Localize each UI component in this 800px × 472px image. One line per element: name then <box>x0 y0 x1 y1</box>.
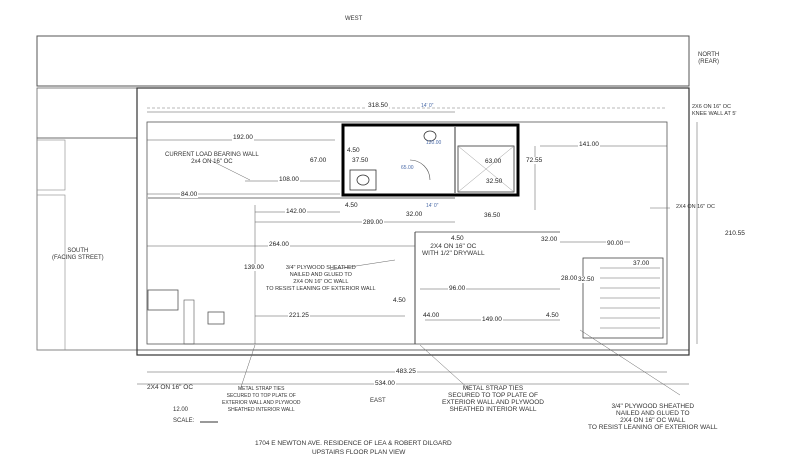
dim-318: 318.50 <box>367 102 389 109</box>
shower <box>457 145 515 193</box>
dim-37: 37.00 <box>632 260 651 267</box>
dim-6300: 63.00 <box>485 158 502 165</box>
dim-3650: 36.50 <box>483 212 502 219</box>
chimney-small <box>207 311 225 325</box>
dim-108: 108.00 <box>278 176 300 183</box>
note-right-2x4: 2X4 ON 16" OC <box>676 204 715 210</box>
dim-14ft-bot: 14' 0" <box>426 203 439 209</box>
dim-3250b: 32.50 <box>577 276 596 283</box>
scale-label: SCALE: <box>173 418 195 424</box>
dim-3250: 32.50 <box>486 178 503 185</box>
note-strap-left: METAL STRAP TIES SECURED TO TOP PLATE OF… <box>222 386 301 413</box>
note-strap-center: METAL STRAP TIES SECURED TO TOP PLATE OF… <box>442 385 544 413</box>
dim-32b: 32.00 <box>540 236 559 243</box>
vanity <box>349 169 377 191</box>
left-porch <box>36 87 138 139</box>
dimension-lines <box>137 111 698 385</box>
leader-lines <box>209 159 681 396</box>
note-plywood-left: 3/4" PLYWOOD SHEATHED NAILED AND GLUED T… <box>266 265 376 292</box>
plan-title: 1704 E NEWTON AVE. RESIDENCE OF LEA & RO… <box>255 440 452 447</box>
plan-subtitle: UPSTAIRS FLOOR PLAN VIEW <box>312 449 406 456</box>
east-label: EAST <box>370 398 386 404</box>
note-load-wall: CURRENT LOAD BEARING WALL 2x4 ON 16" OC <box>165 152 259 165</box>
north-label: NORTH (REAR) <box>698 52 720 65</box>
shower-x2 <box>457 145 515 193</box>
note-bottom-2x4: 2X4 ON 16" OC <box>147 384 194 391</box>
dim-48325: 483.25 <box>395 368 417 375</box>
roof-outline <box>36 35 690 87</box>
bathroom-outline <box>341 123 520 197</box>
wall-box <box>183 299 195 345</box>
sink-icon <box>356 174 370 186</box>
dim-22125: 221.25 <box>288 312 310 319</box>
dim-450d: 4.50 <box>545 312 560 319</box>
dim-12000: 120.00 <box>426 140 442 146</box>
dim-437: 4.50 <box>346 147 361 154</box>
dim-96: 96.00 <box>448 285 467 292</box>
chimney <box>147 289 179 311</box>
dim-44: 44.00 <box>422 312 441 319</box>
left-step <box>36 139 66 191</box>
dim-90: 90.00 <box>606 240 625 247</box>
scale-value: 12.00 <box>173 407 189 413</box>
dim-7255: 72.55 <box>525 157 544 164</box>
left-stair <box>36 194 66 351</box>
dim-141: 141.00 <box>578 141 600 148</box>
interior-outline <box>146 121 668 345</box>
note-rear-2x6: 2X6 ON 16" OC KNEE WALL AT 5' <box>692 104 737 117</box>
south-label: SOUTH (FACING STREET) <box>52 248 104 261</box>
stairwell <box>582 257 664 339</box>
stair-treads <box>600 267 660 329</box>
dim-450b: 4.50 <box>450 235 465 242</box>
dim-450a: 4.50 <box>344 202 359 209</box>
dim-192: 192.00 <box>232 134 254 141</box>
left-porch-lower <box>36 137 138 351</box>
dim-534: 534.00 <box>374 380 396 387</box>
dim-32a: 32.00 <box>405 211 424 218</box>
dim-264: 264.00 <box>268 241 290 248</box>
exterior-wall <box>136 87 690 356</box>
dim-3750: 37.50 <box>351 157 370 164</box>
dim-2800: 28.00 <box>560 275 579 282</box>
dim-210: 210.55 <box>724 230 746 237</box>
dim-142: 142.00 <box>285 208 307 215</box>
dim-84: 84.00 <box>180 191 199 198</box>
dim-14ft-top: 14' 0" <box>421 103 434 109</box>
note-center-2x4: 2X4 ON 16" OC WITH 1/2" DRYWALL <box>422 243 485 257</box>
dim-289: 289.00 <box>362 219 384 226</box>
dim-67: 67.00 <box>309 157 328 164</box>
west-label: WEST <box>345 16 363 22</box>
dim-450c: 4.50 <box>392 297 407 304</box>
note-plywood-right: 3/4" PLYWOOD SHEATHED NAILED AND GLUED T… <box>588 403 718 431</box>
dim-6500: 65.00 <box>401 165 414 171</box>
dim-139: 139.00 <box>243 264 265 271</box>
toilet-icon <box>423 130 437 142</box>
door-swing <box>409 159 431 181</box>
dim-149: 149.00 <box>481 316 503 323</box>
